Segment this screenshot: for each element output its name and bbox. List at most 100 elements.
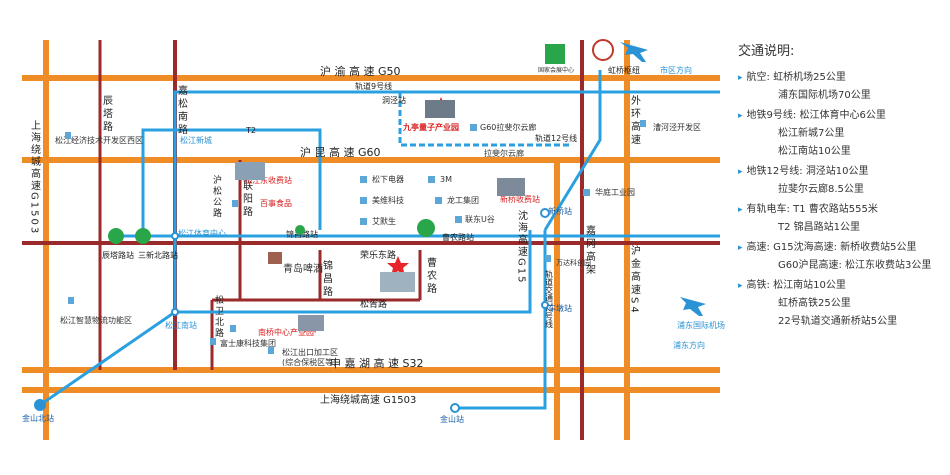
- label-xin-cheng: 松江新城: [180, 135, 212, 145]
- legend-item: ▸高速: G15沈海高速: 新桥收费站5公里: [738, 238, 916, 253]
- label-jin-chang: 锦昌路: [321, 259, 333, 299]
- label-jiu-ting: 九亭量子产业园: [402, 122, 459, 132]
- photo-center: [380, 272, 415, 292]
- label-rong-le-dong: 荣乐东路: [360, 249, 396, 261]
- label-lian-yang: 联阳路: [241, 180, 253, 219]
- road-labels: 沪 渝 高 速 G50 沪 昆 高 速 G60 申 嘉 湖 高 速 S32 上海…: [29, 64, 641, 406]
- label-shen-jia-hu: 申 嘉 湖 高 速 S32: [330, 356, 423, 370]
- label-econ: 松江经济技术开发区西区: [55, 135, 143, 145]
- legend-title: 交通说明:: [738, 44, 795, 59]
- label-nan-qiao: 南桥中心产业园: [258, 327, 314, 337]
- label-pu-dong-fx: 浦东方向: [673, 340, 705, 350]
- label-expo: 国家会展中心: [538, 66, 574, 74]
- label-pu-dong-airport: 浦东国际机场: [677, 320, 725, 330]
- label-san-xin-bei: 三新北路站: [138, 250, 178, 260]
- label-xin-qiao: 新桥站: [548, 206, 572, 216]
- label-cao-nong-station: 曹农路站: [442, 232, 474, 242]
- photo-qing-dao: [268, 252, 282, 264]
- legend-item-text: 虹桥高铁25公里: [778, 298, 851, 309]
- label-cao-nong: 曹农路: [425, 256, 437, 296]
- photo-nan-qiao: [298, 315, 324, 331]
- label-logistics: 松江智慧物流功能区: [60, 315, 132, 325]
- label-hu-song: 沪松公路: [211, 174, 222, 219]
- airport-icons: [620, 42, 706, 316]
- legend-item: 松江新城7公里: [778, 124, 844, 139]
- legend-item-head: 高速:: [746, 242, 774, 253]
- label-cao-he-jing: 漕河泾开发区: [653, 122, 701, 132]
- legend-item-text: 虹桥机场25公里: [773, 72, 846, 83]
- label-lian-dong: 联东U谷: [465, 214, 495, 224]
- legend-item: 虹桥高铁25公里: [778, 294, 851, 309]
- label-song-jiang-nan: 松江南站: [165, 320, 197, 330]
- legend-item-head: 航空:: [746, 72, 774, 83]
- label-qing-dao: 青岛啤酒: [283, 262, 323, 275]
- label-line-22: 轨道交通22号线: [545, 269, 554, 328]
- legend-bullet-icon: ▸: [738, 281, 743, 291]
- legend-item: ▸地铁9号线: 松江体育中心6公里: [738, 106, 886, 121]
- label-ai-kai: 艾默生: [372, 216, 396, 226]
- label-shen-hai: 沈海高速G15: [516, 209, 528, 285]
- line-12-dashed: [398, 92, 570, 147]
- legend-item: G60沪昆高速: 松江东收费站3公里: [778, 256, 931, 271]
- label-jia-gang: 嘉冈高架: [584, 224, 596, 277]
- legend-item: ▸高铁: 松江南站10公里: [738, 276, 846, 291]
- label-wan-da: 万达科创园: [556, 258, 591, 267]
- hub-icons: [545, 39, 614, 64]
- airplane-pudong-icon: [680, 297, 706, 316]
- legend-item: ▸有轨电车: T1 曹农路站555米: [738, 200, 878, 215]
- legend-item-head: 地铁12号线:: [746, 166, 806, 177]
- label-export: 松江出口加工区: [282, 347, 338, 357]
- legend-item-text: 洞泾站10公里: [805, 166, 869, 177]
- label-hu-jin: 沪金高速S4: [629, 244, 641, 316]
- label-line9: 轨道9号线: [355, 81, 392, 91]
- legend-bullet-icon: ▸: [738, 243, 743, 253]
- label-ring-bottom: 上海绕城高速 G1503: [320, 393, 416, 406]
- label-fu-shi-kang: 富士康科技集团: [220, 338, 276, 348]
- legend-item-text: G60沪昆高速: 松江东收费站3公里: [778, 260, 932, 271]
- legend-item-text: G15沈海高速: 新桥收费站5公里: [773, 242, 917, 253]
- label-bao-shui: (综合保税区等): [282, 357, 336, 367]
- legend-item: ▸航空: 虹桥机场25公里: [738, 68, 846, 83]
- legend-bullet-icon: ▸: [738, 73, 743, 83]
- tram-t2: [141, 128, 322, 240]
- label-long-gong: 龙工集团: [447, 195, 479, 205]
- company-icons: [65, 120, 646, 354]
- legend-item-text: T2 锦昌路站1公里: [778, 222, 861, 233]
- label-song-wei-bei: 松卫北路: [213, 294, 224, 339]
- legend-bullet-icon: ▸: [738, 167, 743, 177]
- legend-item-text: 浦东国际机场70公里: [778, 90, 871, 101]
- metro-layer: [39, 70, 720, 410]
- legend-item-text: T1 曹农路站555米: [793, 204, 878, 215]
- label-chen-ta: 辰塔路: [101, 95, 113, 134]
- legend-bullet-icon: ▸: [738, 111, 743, 121]
- photo-jiu-ting: [425, 100, 455, 118]
- metro-line-9-lower: [39, 230, 532, 407]
- label-line12: 轨道12号线: [535, 133, 577, 143]
- legend-item: 拉斐尔云廊8.5公里: [778, 180, 864, 195]
- label-g60-brain: G60拉斐尔云廊: [480, 122, 536, 132]
- label-3m: 3M: [440, 175, 452, 184]
- legend-item: ▸地铁12号线: 洞泾站10公里: [738, 162, 869, 177]
- legend-item: 22号轨道交通新桥站5公里: [778, 312, 897, 327]
- label-t2: T2: [245, 126, 256, 135]
- label-shi-qu: 市区方向: [660, 65, 692, 75]
- label-dong-jing: 洞泾站: [382, 95, 406, 105]
- airplane-hongqiao-icon: [620, 42, 648, 62]
- label-hua-ting: 华庭工业园: [595, 187, 635, 197]
- label-che-dun: 车墩站: [548, 303, 572, 313]
- legend-item-text: 松江新城7公里: [778, 128, 845, 139]
- hongqiao-rail-icon: [592, 39, 614, 61]
- legend-item-text: 拉斐尔云廊8.5公里: [778, 184, 864, 195]
- legend-item: 松江南站10公里: [778, 142, 851, 157]
- label-song-xia: 松下电器: [372, 174, 404, 184]
- tram-chen-ta-icon: [108, 228, 124, 244]
- label-bai-shi: 百事食品: [260, 198, 292, 208]
- expressway-layer: [22, 40, 720, 440]
- tram-stations: [108, 219, 435, 244]
- legend-panel: 交通说明: ▸航空: 虹桥机场25公里浦东国际机场70公里▸地铁9号线: 松江体…: [738, 40, 948, 327]
- legend-item-text: 松江南站10公里: [778, 146, 851, 157]
- label-ti-yu: 松江体育中心: [178, 228, 226, 238]
- photo-east: [235, 162, 265, 180]
